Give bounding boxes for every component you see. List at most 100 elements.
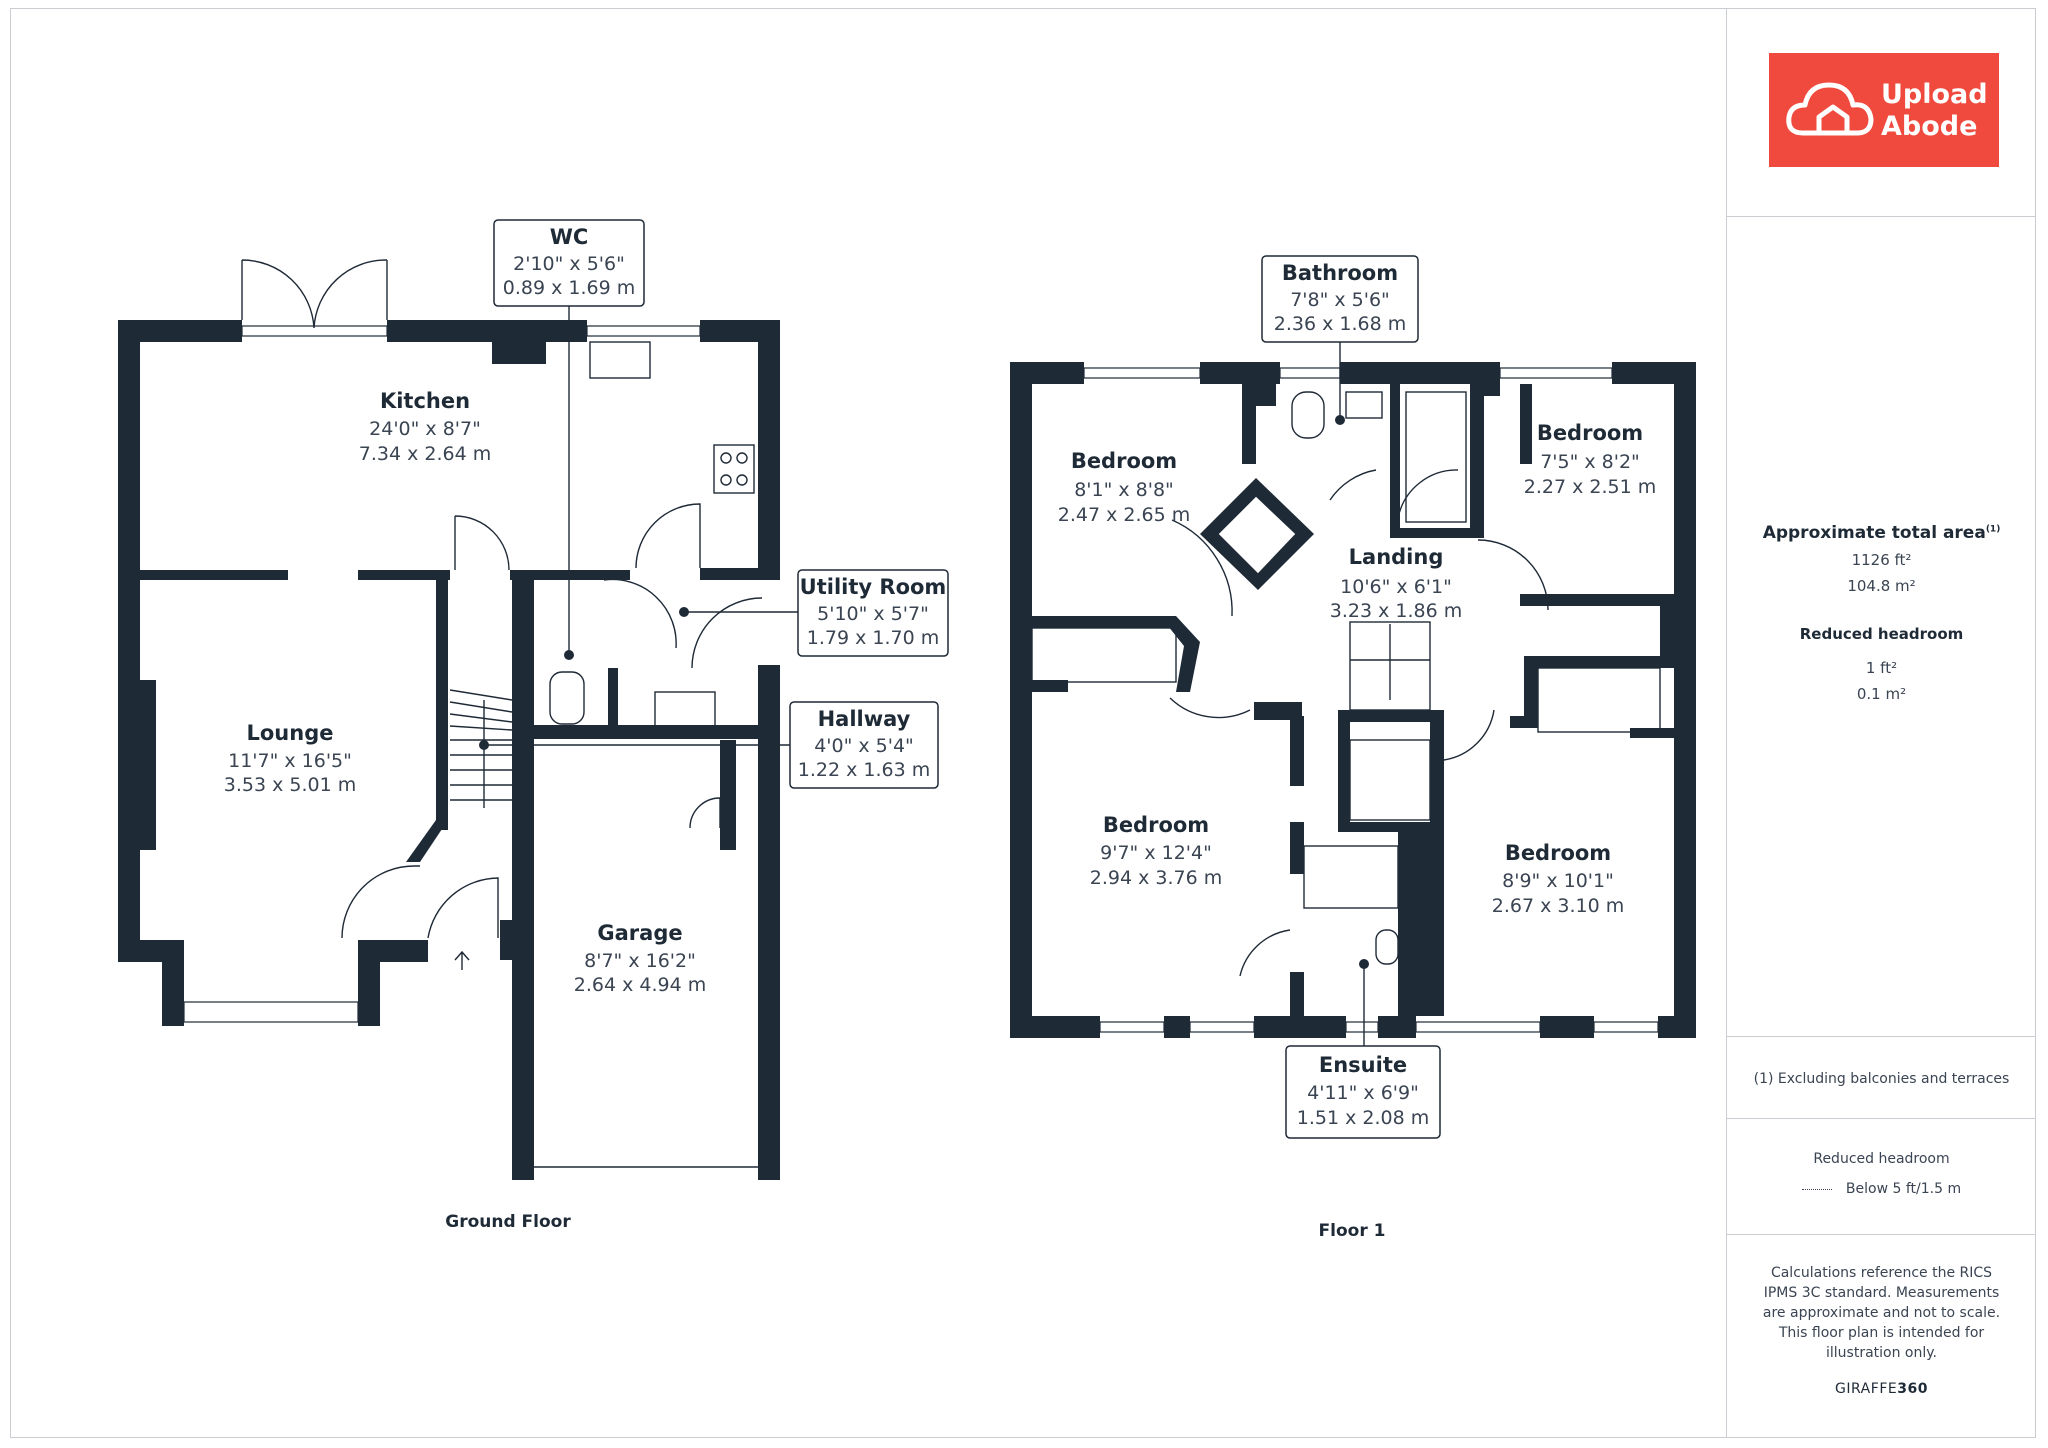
door	[1397, 469, 1459, 519]
area-ft-value: 1126 ft²	[1851, 551, 1912, 569]
window	[1083, 367, 1201, 379]
legend-title: Reduced headroom	[1813, 1151, 1950, 1167]
info-sidebar: Upload Abode Approximate total area(1) 1…	[1726, 8, 2036, 1438]
brand-text-b: 360	[1897, 1381, 1928, 1397]
room-dimensions-imperial: 8'7" x 16'2"	[584, 950, 696, 972]
wall	[358, 570, 450, 580]
wall	[118, 582, 140, 962]
wall	[492, 342, 546, 364]
stair-tread	[449, 725, 513, 731]
wall	[1254, 1016, 1346, 1038]
label-box	[1261, 255, 1419, 343]
wall	[1524, 656, 1674, 668]
door	[689, 797, 721, 829]
room-dimensions-imperial: 7'5" x 8'2"	[1540, 451, 1640, 473]
label-box	[797, 569, 949, 657]
front-door	[427, 877, 499, 939]
wall	[608, 668, 618, 728]
footnote-text: (1) Excluding balconies and terraces	[1753, 1071, 2010, 1087]
room-dimensions-metric: 7.34 x 2.64 m	[359, 443, 491, 465]
area-title-text: Approximate total area	[1762, 523, 1986, 543]
wall	[512, 725, 768, 739]
room-dimensions-metric: 3.53 x 5.01 m	[224, 774, 356, 796]
room-label-ensuite: Ensuite 4'11" x 6'9" 1.51 x 2.08 m	[1285, 1045, 1441, 1139]
disclaimer-section: Calculations reference the RICS IPMS 3C …	[1727, 1234, 2036, 1438]
wall	[512, 1160, 534, 1180]
toilet-icon	[1375, 929, 1399, 965]
brand-logo: Upload Abode	[1769, 53, 1999, 167]
wall	[1290, 716, 1304, 786]
area-section: Approximate total area(1) 1126 ft² 104.8…	[1727, 216, 2036, 1048]
window	[586, 325, 701, 337]
room-dimensions-imperial: 11'7" x 16'5"	[228, 750, 352, 772]
reduced-m-value: 0.1 m²	[1856, 685, 1907, 703]
room-dimensions-imperial: 4'11" x 6'9"	[1307, 1082, 1419, 1104]
legend-item: Below 5 ft/1.5 m	[1727, 1181, 2036, 1197]
room-dimensions-metric: 2.47 x 2.65 m	[1058, 504, 1190, 526]
door	[691, 597, 763, 669]
floor-name: Floor 1	[1319, 1221, 1386, 1241]
entrance-arrow-icon	[454, 950, 470, 970]
door	[1171, 519, 1233, 617]
room-dimensions-metric: 3.23 x 1.86 m	[1330, 600, 1462, 622]
room-name: Bedroom	[1537, 421, 1643, 445]
room-dimensions-imperial: 7'8" x 5'6"	[1290, 289, 1390, 311]
legend-section: Reduced headroom Below 5 ft/1.5 m	[1727, 1118, 2036, 1234]
room-dimensions-metric: 1.51 x 2.08 m	[1297, 1107, 1429, 1129]
wall	[358, 940, 428, 962]
leader-dot	[1335, 415, 1345, 425]
room-label-wc: WC 2'10" x 5'6" 0.89 x 1.69 m	[493, 219, 645, 307]
room-dimensions-metric: 2.36 x 1.68 m	[1274, 313, 1406, 335]
room-name: Utility Room	[800, 575, 947, 599]
wall	[1390, 528, 1484, 538]
bay-window	[183, 1001, 359, 1023]
room-dimensions-metric: 2.27 x 2.51 m	[1524, 476, 1656, 498]
toilet-icon	[1291, 391, 1325, 439]
room-dimensions-metric: 2.64 x 4.94 m	[574, 974, 706, 996]
leader-dot	[479, 740, 489, 750]
logo-line-2: Abode	[1881, 111, 1978, 142]
floor-plan: Kitchen 24'0" x 8'7" 7.34 x 2.64 m WC 2'…	[118, 219, 1696, 1241]
wall	[1338, 710, 1350, 830]
wall	[387, 320, 587, 342]
room-label-utility: Utility Room 5'10" x 5'7" 1.79 x 1.70 m	[797, 569, 949, 657]
cloud-home-icon	[1786, 82, 1874, 136]
wall	[1340, 362, 1500, 384]
room-dimensions-imperial: 10'6" x 6'1"	[1340, 576, 1452, 598]
basin-icon	[1401, 965, 1429, 1013]
stair-tread	[449, 689, 513, 701]
room-label-garage: Garage 8'7" x 16'2" 2.64 x 4.94 m	[574, 921, 706, 996]
room-name: Garage	[597, 921, 682, 945]
leader-dot	[679, 607, 689, 617]
room-label-bedroom-nw: Bedroom 8'1" x 8'8" 2.47 x 2.65 m	[1058, 449, 1190, 526]
hob-icon	[713, 444, 755, 494]
room-dimensions-imperial: 24'0" x 8'7"	[369, 418, 481, 440]
wall	[1200, 362, 1280, 384]
door	[341, 865, 420, 939]
ground-floor-plan: Kitchen 24'0" x 8'7" 7.34 x 2.64 m WC 2'…	[118, 219, 949, 1232]
door	[603, 578, 677, 649]
wall	[406, 820, 448, 862]
wall	[758, 320, 780, 580]
sink-icon	[589, 341, 651, 379]
wall	[1524, 656, 1538, 728]
wall	[1338, 822, 1444, 832]
logo-line-1: Upload	[1881, 79, 1988, 110]
window	[1415, 1021, 1541, 1033]
wall	[1378, 1016, 1416, 1038]
disclaimer-text: Calculations reference the RICS IPMS 3C …	[1762, 1265, 2001, 1361]
door	[454, 515, 510, 571]
wall	[1510, 716, 1536, 728]
room-label-kitchen: Kitchen 24'0" x 8'7" 7.34 x 2.64 m	[359, 389, 491, 465]
room-name: Landing	[1349, 545, 1444, 569]
first-floor-plan: Bathroom 7'8" x 5'6" 2.36 x 1.68 m Bedro…	[1010, 255, 1696, 1241]
leader-dot	[564, 650, 574, 660]
basin-icon	[1345, 391, 1383, 419]
room-name: Lounge	[247, 721, 334, 745]
wall	[1290, 822, 1304, 874]
window	[1189, 1021, 1255, 1033]
room-dimensions-imperial: 5'10" x 5'7"	[817, 603, 929, 625]
label-box	[789, 701, 939, 789]
label-box	[493, 219, 645, 307]
logo-text: Upload Abode	[1881, 79, 1988, 143]
